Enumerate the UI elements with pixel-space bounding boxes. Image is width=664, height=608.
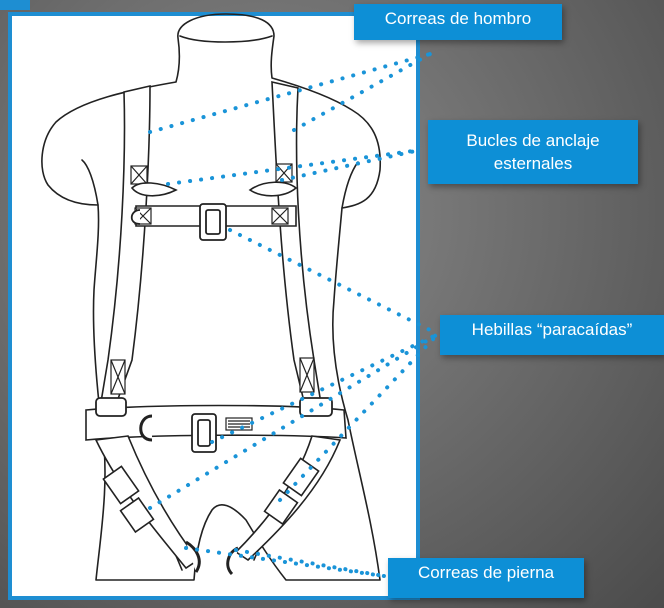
label-parachute-buckles: Hebillas “paracaídas” [440,315,664,355]
leader-sternal-left [166,148,422,186]
right-sternal-loop [248,181,298,197]
label-leg-straps: Correas de pierna [388,558,584,598]
left-sternal-loop [130,182,178,197]
leader-shoulder-right [292,52,432,132]
corner-accent [0,0,30,10]
label-shoulder-straps: Correas de hombro [354,4,562,40]
leader-leg-left [184,546,386,578]
label-sternal-loops: Bucles de anclaje esternales [428,120,638,184]
leader-buckle-chest [228,228,440,336]
leader-buckle-left-leg [148,332,440,510]
mannequin-outline [41,13,382,581]
leader-sternal-right [280,148,422,182]
leader-shoulder-left [148,52,432,134]
left-leg-strap [94,435,200,570]
